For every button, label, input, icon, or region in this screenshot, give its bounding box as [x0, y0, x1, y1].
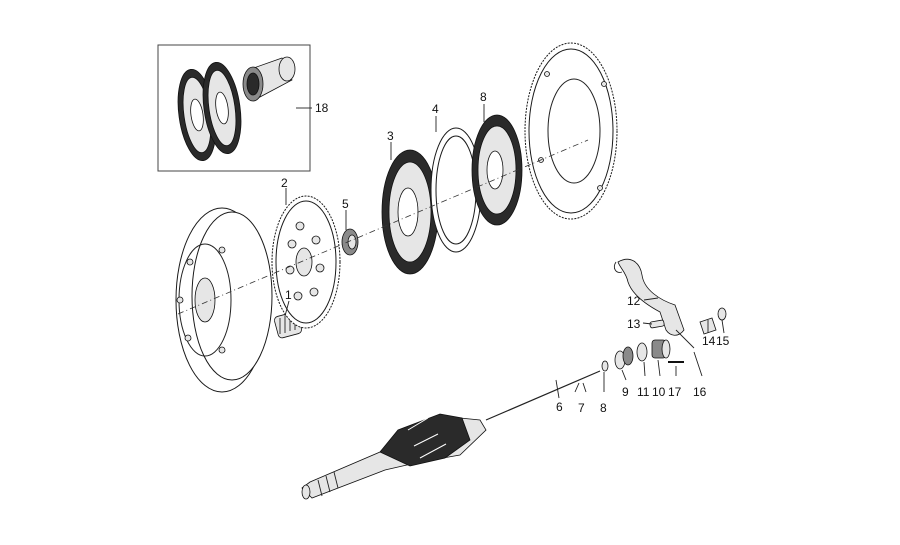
flywheel-housing [175, 207, 273, 393]
callout-18: 18 [315, 101, 329, 115]
inset-clutch-kit-box [157, 44, 311, 172]
callout-11: 11 [637, 385, 650, 399]
toothed-plate [271, 195, 341, 329]
input-shaft [301, 413, 487, 500]
callout-10: 10 [652, 385, 666, 399]
callout-16: 16 [693, 385, 707, 399]
leader-lines [284, 104, 725, 399]
callout-14: 14 [702, 334, 716, 348]
ring-gear-flywheel [524, 42, 618, 220]
friction-disc-second [471, 114, 523, 226]
bearing-stack [601, 339, 671, 372]
callout-5: 5 [342, 197, 349, 211]
callout-7: 7 [578, 401, 585, 415]
friction-disc [381, 149, 439, 275]
callout-2: 2 [281, 176, 288, 190]
callout-6: 6 [556, 400, 563, 414]
callout-4: 4 [432, 102, 439, 116]
center-axis-line [177, 139, 589, 315]
callout-13: 13 [627, 317, 641, 331]
small-hub [341, 228, 359, 256]
thin-plate [430, 127, 482, 253]
callout-12: 12 [627, 294, 641, 308]
callout-9: 9 [622, 385, 629, 399]
small-spring-13 [649, 319, 665, 329]
release-lever [613, 258, 695, 349]
callout-8-pin: 8 [600, 401, 607, 415]
callout-labels: 2 5 3 4 8 1 18 12 13 14 15 6 7 8 9 11 10… [281, 90, 730, 415]
callout-17: 17 [668, 385, 682, 399]
callout-1: 1 [285, 288, 292, 302]
push-rod [485, 370, 601, 421]
callout-3: 3 [387, 129, 394, 143]
callout-8-disc: 8 [480, 90, 487, 104]
callout-15: 15 [716, 334, 730, 348]
